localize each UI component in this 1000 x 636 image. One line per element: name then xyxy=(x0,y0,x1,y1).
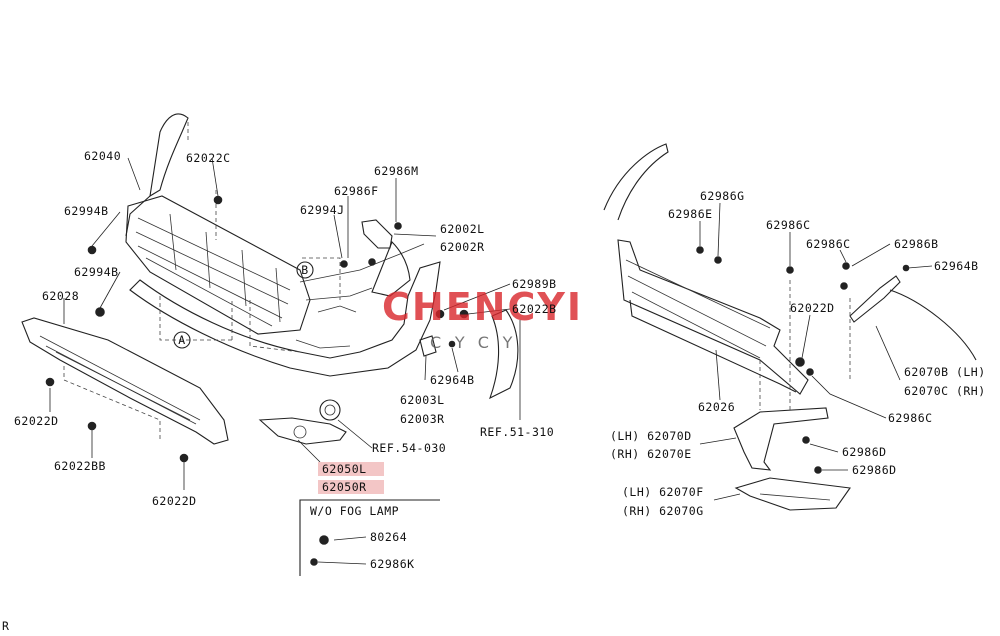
callout-ref-51-310: REF.51-310 xyxy=(480,425,554,439)
callout-62986K: 62986K xyxy=(370,557,415,571)
callout-62986C: 62986C xyxy=(766,218,811,232)
callout-62964B: 62964B xyxy=(430,373,475,387)
bumper-support-assembly xyxy=(603,143,977,511)
callout-62989B: 62989B xyxy=(512,277,557,291)
leader-lines-left xyxy=(49,157,521,565)
callout-62070G: (RH) 62070G xyxy=(622,504,704,518)
callout-62986C: 62986C xyxy=(888,411,933,425)
callout-62022C: 62022C xyxy=(186,151,231,165)
svg-text:B: B xyxy=(301,263,308,277)
wo-fog-lamp-box xyxy=(299,499,440,576)
callout-62994B: 62994B xyxy=(74,265,119,279)
callout-62994B: 62994B xyxy=(64,204,109,218)
watermark: CHENCYI CYCY xyxy=(382,285,583,352)
callout-62050R: 62050R xyxy=(322,480,367,494)
callout-62022D: 62022D xyxy=(790,301,835,315)
callout-62986M: 62986M xyxy=(374,164,419,178)
callout-62986E: 62986E xyxy=(668,207,713,221)
callout-ref-54-030: REF.54-030 xyxy=(372,441,446,455)
callout-62994J: 62994J xyxy=(300,203,345,217)
callout-62050L: 62050L xyxy=(322,462,367,476)
highlight-62050L xyxy=(318,462,384,476)
callout-62070C: 62070C (RH) xyxy=(904,384,986,398)
marker-a: A xyxy=(173,331,191,349)
callout-62028: 62028 xyxy=(42,289,79,303)
callout-62964B: 62964B xyxy=(934,259,979,273)
callout-62070D: (LH) 62070D xyxy=(610,429,692,443)
callout-62040: 62040 xyxy=(84,149,121,163)
callout-62986F: 62986F xyxy=(334,184,379,198)
callout-62002R: 62002R xyxy=(440,240,485,254)
callout-62986G: 62986G xyxy=(700,189,745,203)
callout-80264: 80264 xyxy=(370,530,407,544)
callout-62026: 62026 xyxy=(698,400,735,414)
callout-62986B: 62986B xyxy=(894,237,939,251)
callout-62003L: 62003L xyxy=(400,393,445,407)
corner-mark: R xyxy=(2,619,9,633)
callout-62070B: 62070B (LH) xyxy=(904,365,986,379)
callout-62022B: 62022B xyxy=(512,302,557,316)
callout-62022D: 62022D xyxy=(152,494,197,508)
callout-62022D: 62022D xyxy=(14,414,59,428)
leader-lines-right xyxy=(699,202,933,501)
svg-text:A: A xyxy=(178,333,185,347)
svg-text:CHENCYI: CHENCYI xyxy=(382,285,583,329)
callout-62070E: (RH) 62070E xyxy=(610,447,692,461)
fasteners-left xyxy=(45,195,469,566)
front-bumper-assembly xyxy=(21,113,519,445)
marker-b: B xyxy=(296,261,314,279)
callout-62022BB: 62022BB xyxy=(54,459,106,473)
callout-wo-fog-lamp: W/O FOG LAMP xyxy=(310,504,399,518)
callout-62986D: 62986D xyxy=(842,445,887,459)
callout-62986D: 62986D xyxy=(852,463,897,477)
fasteners-right xyxy=(696,246,910,474)
svg-text:CYCY: CYCY xyxy=(430,333,526,352)
callout-labels: 62040 62022C 62994B 62994B 62028 62022D … xyxy=(14,149,986,571)
highlight-62050R xyxy=(318,480,384,494)
callout-62070F: (LH) 62070F xyxy=(622,485,704,499)
callout-62003R: 62003R xyxy=(400,412,445,426)
callout-62002L: 62002L xyxy=(440,222,485,236)
callout-62986C: 62986C xyxy=(806,237,851,251)
